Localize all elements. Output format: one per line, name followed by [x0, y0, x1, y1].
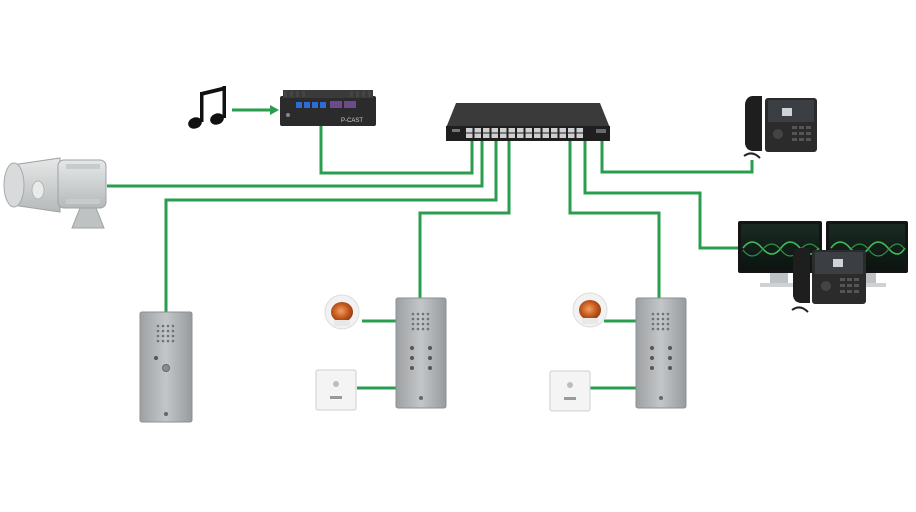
link-intercom3-switch: [568, 138, 661, 300]
switch-port: [559, 128, 566, 133]
switch-port: [483, 133, 490, 138]
wall-button-icon: [315, 369, 357, 411]
dual-monitor-phone-icon: [738, 221, 908, 313]
switch-port: [491, 133, 498, 138]
connection-lines: [107, 105, 754, 390]
switch-ports: [466, 128, 583, 138]
switch-port: [576, 128, 583, 133]
switch-port: [525, 133, 532, 138]
link-gateway-switch: [319, 125, 474, 175]
switch-port: [466, 128, 473, 133]
switch-port: [500, 128, 507, 133]
switch-port: [576, 133, 583, 138]
intercom-panel-multi: [635, 297, 687, 409]
link-intercom2-switch: [418, 138, 511, 300]
link-console-switch: [583, 138, 740, 250]
switch-port: [508, 128, 515, 133]
link-phone-switch: [600, 138, 754, 174]
switch-port: [474, 128, 481, 133]
audio-gateway-box: P-CAST: [280, 90, 376, 126]
switch-port: [568, 128, 575, 133]
music-note-icon: [188, 86, 226, 129]
switch-port: [517, 128, 524, 133]
switch-port: [542, 133, 549, 138]
network-switch: [446, 103, 610, 141]
wall-button-icon: [549, 370, 591, 412]
switch-port: [551, 133, 558, 138]
switch-port: [534, 133, 541, 138]
switch-port: [542, 128, 549, 133]
switch-port: [525, 128, 532, 133]
switch-port: [483, 128, 490, 133]
switch-port: [534, 128, 541, 133]
gateway-label: P-CAST: [341, 118, 363, 124]
beacon-light-icon: [324, 294, 360, 330]
link-intercom1-switch: [164, 138, 498, 312]
beacon-light-icon: [572, 292, 608, 328]
intercom-panel-single: [139, 311, 193, 423]
switch-port: [517, 133, 524, 138]
arrow-head: [270, 105, 279, 115]
switch-port: [559, 133, 566, 138]
switch-port: [500, 133, 507, 138]
link-speaker-switch: [107, 138, 484, 188]
switch-port: [466, 133, 473, 138]
switch-port: [474, 133, 481, 138]
switch-port: [551, 128, 558, 133]
horn-speaker-icon: [3, 157, 107, 229]
switch-port: [491, 128, 498, 133]
intercom-panel-multi: [395, 297, 447, 409]
desk-phone-icon: [743, 96, 817, 159]
switch-port: [568, 133, 575, 138]
switch-port: [508, 133, 515, 138]
